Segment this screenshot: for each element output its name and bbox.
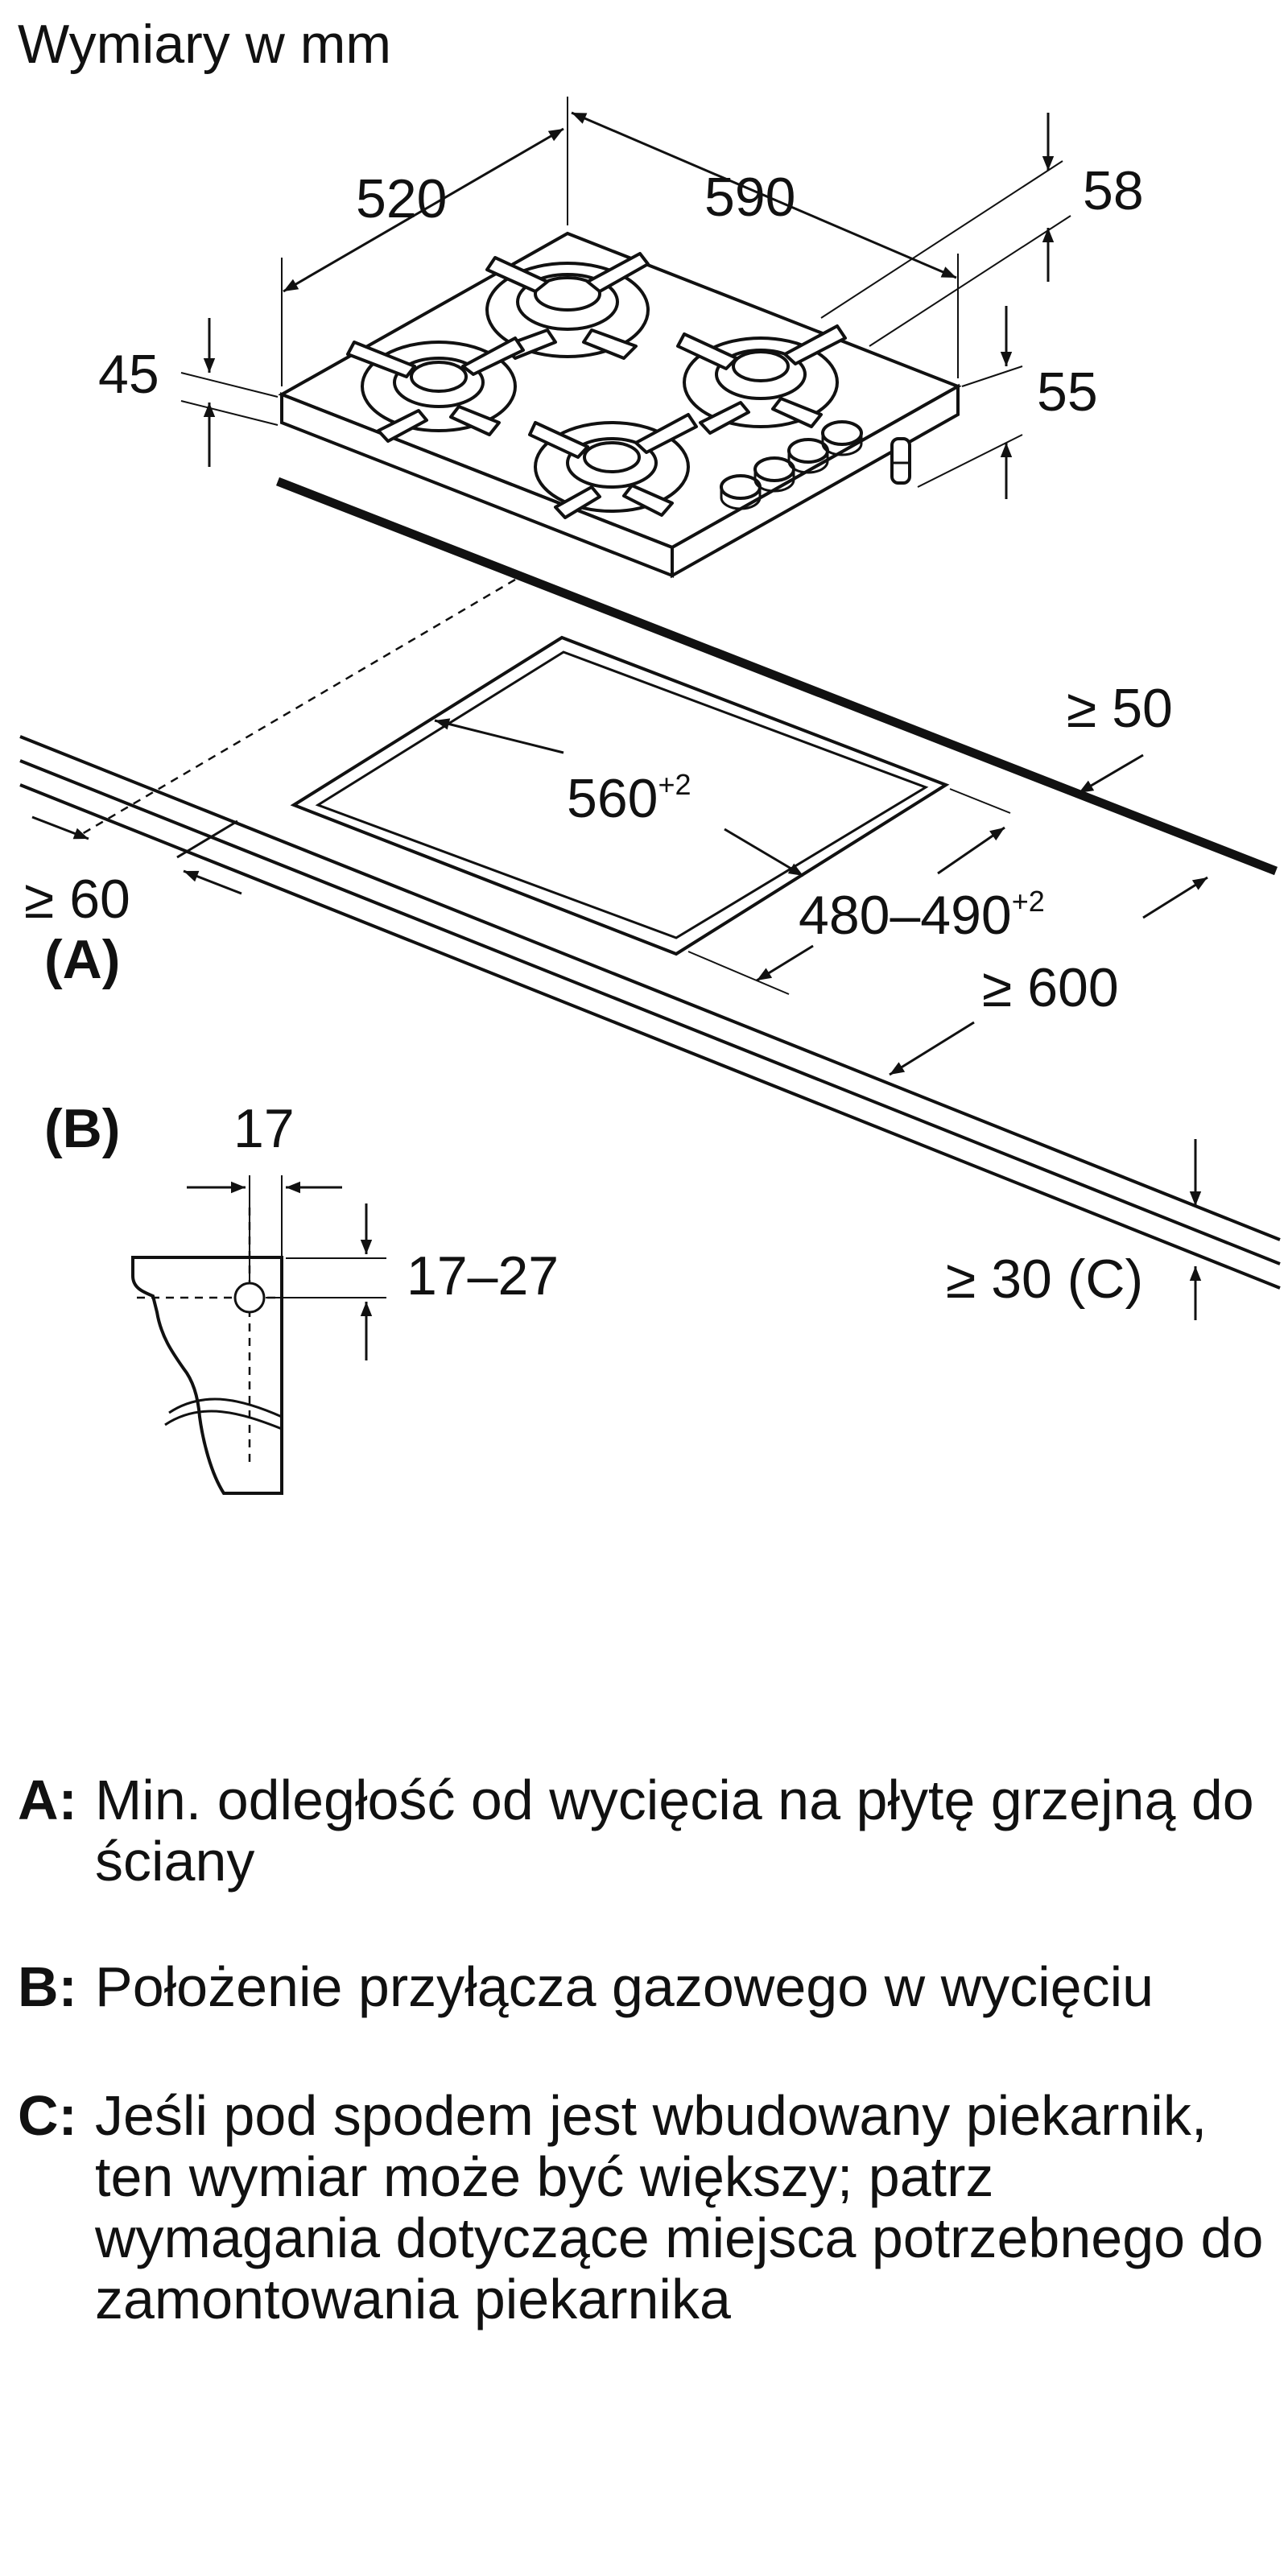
legend-key-a: A: (18, 1769, 77, 1831)
dim-thickness: 45 (98, 344, 159, 405)
burner-front (528, 413, 698, 519)
dim-cutout-depth-tolerance: +2 (658, 768, 691, 801)
dim-cutout-width: 480–490+2 (799, 885, 1045, 946)
label-a: (A) (44, 929, 120, 990)
burner-right (676, 324, 847, 435)
legend-key-b: B: (18, 1955, 77, 2018)
dim-height-total: 58 (1083, 160, 1144, 221)
dim-width: 520 (356, 168, 447, 229)
worktop-dimension-lines (31, 718, 1208, 1320)
legend-text-c: Jeśli pod spodem jest wbudowany piekarni… (95, 2084, 1264, 2330)
dim-min-thickness-c: ≥ 30 (C) (946, 1249, 1143, 1310)
worktop (19, 477, 1281, 1290)
label-b: (B) (44, 1098, 120, 1159)
dim-height-below: 55 (1037, 361, 1098, 423)
dim-gas-offset: 17 (233, 1098, 295, 1159)
legend-text-a: Min. odległość od wycięcia na płytę grze… (95, 1769, 1254, 1893)
dim-cutout-depth-value: 560 (567, 768, 658, 829)
legend-item-b: B: Położenie przyłącza gazowego w wycięc… (18, 1956, 1274, 2093)
dim-cutout-width-tolerance: +2 (1012, 885, 1045, 918)
legend-item-a: A: Min. odległość od wycięcia na płytę g… (18, 1769, 1274, 1906)
gas-connection-detail (131, 1175, 386, 1495)
dim-gas-height: 17–27 (407, 1245, 559, 1307)
legend-key-c: C: (18, 2084, 77, 2147)
page-title: Wymiary w mm (18, 14, 391, 75)
control-knobs (720, 420, 863, 510)
legend-text-b: Położenie przyłącza gazowego w wycięciu (95, 1955, 1154, 2018)
burner-left (346, 336, 525, 443)
hob-dimension-lines (180, 97, 1071, 499)
legend-item-c: C: Jeśli pod spodem jest wbudowany pieka… (18, 2085, 1274, 2423)
dim-min-worktop: ≥ 600 (982, 957, 1119, 1018)
dim-cutout-depth: 560+2 (567, 768, 691, 829)
dim-depth: 590 (704, 167, 795, 228)
dim-min-front-gap: ≥ 60 (24, 869, 130, 930)
dim-cutout-width-value: 480–490 (799, 885, 1012, 946)
dim-min-wall-gap: ≥ 50 (1067, 678, 1173, 739)
